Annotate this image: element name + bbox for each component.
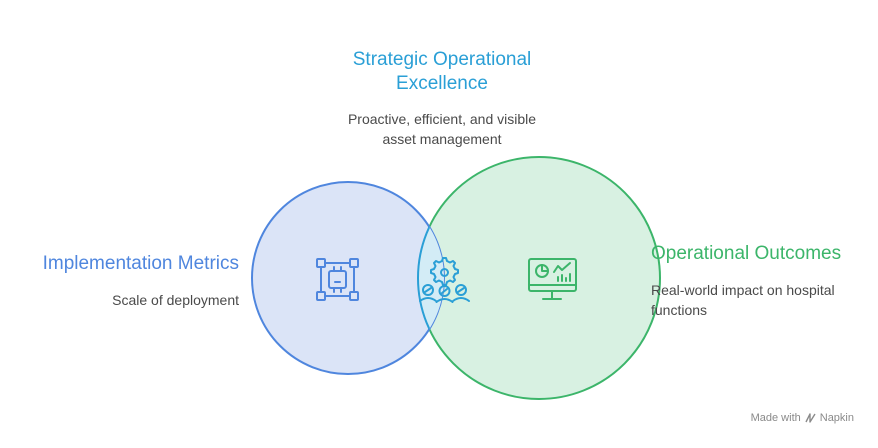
left-description: Scale of deployment bbox=[112, 292, 239, 308]
monitor-dashboard-icon bbox=[528, 258, 577, 300]
napkin-brand: Napkin bbox=[819, 412, 854, 424]
intersection-title: Strategic Operational Excellence bbox=[302, 48, 582, 96]
intersection-description-line1: Proactive, efficient, and visible bbox=[347, 111, 537, 127]
intersection-title-line1: Strategic Operational bbox=[352, 49, 532, 70]
intersection-description: Proactive, efficient, and visible asset … bbox=[302, 109, 582, 149]
made-with-napkin-footer[interactable]: Made with Napkin bbox=[751, 412, 854, 424]
intersection-description-line2: asset management bbox=[382, 131, 502, 147]
right-description-line1: Real-world impact on hospital bbox=[651, 282, 835, 298]
intersection-label: Strategic Operational Excellence Proacti… bbox=[302, 48, 582, 149]
right-description: Real-world impact on hospital functions bbox=[651, 280, 871, 320]
left-title: Implementation Metrics bbox=[42, 253, 239, 274]
gear-people-icon bbox=[419, 257, 470, 303]
made-with-label: Made with bbox=[750, 412, 801, 424]
intersection-title-line2: Excellence bbox=[396, 73, 488, 94]
left-label: Implementation Metrics Scale of deployme… bbox=[0, 252, 239, 310]
right-title: Operational Outcomes bbox=[651, 243, 842, 264]
right-label: Operational Outcomes Real-world impact o… bbox=[651, 242, 871, 320]
chip-circuit-icon bbox=[316, 258, 359, 301]
right-description-line2: functions bbox=[651, 302, 708, 318]
left-circle bbox=[251, 181, 445, 375]
napkin-logo-icon bbox=[805, 412, 816, 423]
